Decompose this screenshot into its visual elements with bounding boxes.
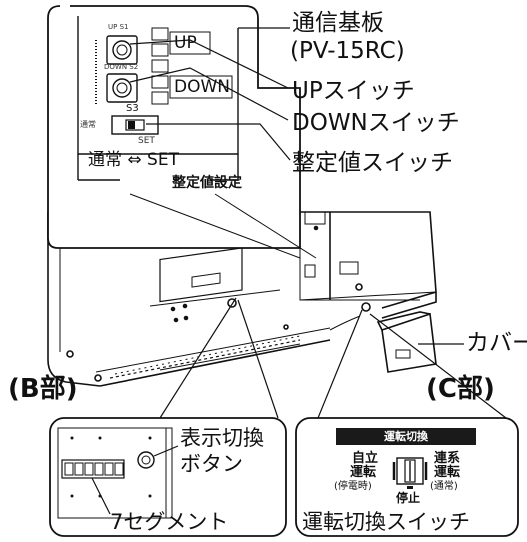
setting-label: 整定値設定: [172, 175, 242, 191]
left-mode-line2: 運転: [350, 465, 377, 480]
normal-small-label: 通常: [80, 120, 96, 129]
set-small-label: SET: [138, 136, 155, 146]
up-s1-label: UP S1: [108, 23, 129, 31]
down-s2-label: DOWN S2: [104, 63, 139, 71]
mode-label: 通常 ⇔ SET: [88, 150, 179, 170]
callout-up-switch: UPスイッチ: [292, 78, 415, 104]
callout-setting-switch: 整定値スイッチ: [292, 150, 453, 176]
seven-segment-label: 7セグメント: [110, 510, 229, 534]
stop-label: 停止: [396, 491, 421, 505]
display-button-label-line1: 表示切換: [180, 426, 264, 450]
callout-cover: カバー: [466, 330, 527, 356]
right-mode-line2: 運転: [434, 465, 461, 480]
inset-top: [47, 5, 317, 259]
callout-board-line1: 通信基板: [292, 10, 384, 36]
inset-c: [295, 309, 519, 537]
right-mode-line1: 連系: [434, 451, 461, 466]
part-b-label: (B部): [8, 374, 78, 404]
callout-board-line2: (PV-15RC): [290, 38, 405, 64]
callout-down-switch: DOWNスイッチ: [292, 110, 460, 136]
left-mode-line1: 自立: [352, 451, 379, 466]
s3-label: S3: [126, 103, 139, 114]
left-mode-line3: (停電時): [334, 481, 372, 492]
operation-switch-header: 運転切換: [336, 428, 476, 445]
up-board-label: UP: [174, 33, 197, 53]
down-board-label: DOWN: [174, 77, 230, 97]
operation-switch-label: 運転切換スイッチ: [302, 510, 470, 534]
right-mode-line3: (通常): [430, 481, 458, 492]
part-c-label: (C部): [426, 374, 495, 404]
display-button-label-line2: ボタン: [180, 452, 243, 476]
inset-b: [49, 297, 287, 537]
